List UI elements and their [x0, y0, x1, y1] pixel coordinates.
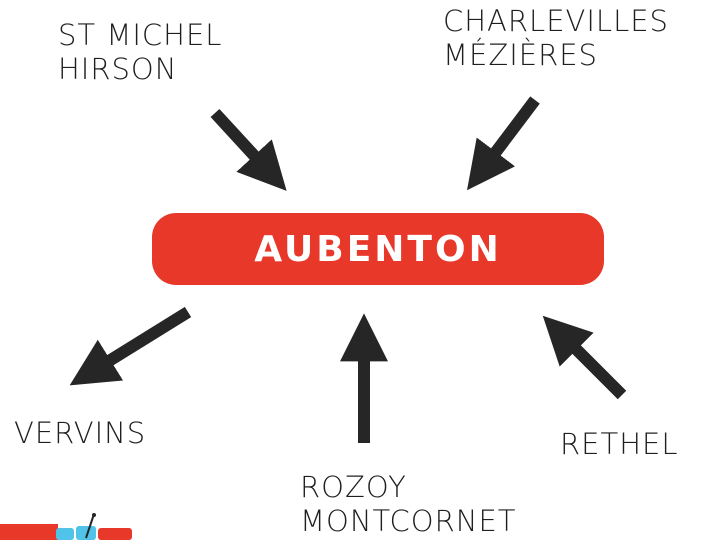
partial-logo-icon	[0, 512, 160, 540]
label-st-michel: ST MICHEL HIRSON	[58, 18, 222, 86]
label-rozoy-line-1: ROZOY	[300, 470, 517, 504]
label-rozoy-line-2: MONTCORNET	[300, 504, 517, 538]
center-node-label: AUBENTON	[254, 229, 501, 270]
label-charleville: CHARLEVILLES MÉZIÈRES	[443, 4, 669, 72]
label-charleville-line-2: MÉZIÈRES	[443, 38, 669, 72]
arrow-st-michel	[215, 113, 272, 175]
arrow-charleville	[480, 100, 535, 173]
label-rethel-line-1: RETHEL	[560, 427, 678, 461]
label-vervins: VERVINS	[14, 416, 146, 450]
center-node: AUBENTON	[152, 213, 604, 285]
arrow-rethel	[558, 331, 622, 395]
label-st-michel-line-2: HIRSON	[58, 52, 222, 86]
label-rozoy: ROZOY MONTCORNET	[300, 470, 517, 538]
label-rethel: RETHEL	[560, 427, 678, 461]
arrow-vervins	[88, 312, 188, 374]
label-st-michel-line-1: ST MICHEL	[58, 18, 222, 52]
label-charleville-line-1: CHARLEVILLES	[443, 4, 669, 38]
label-vervins-line-1: VERVINS	[14, 416, 146, 450]
